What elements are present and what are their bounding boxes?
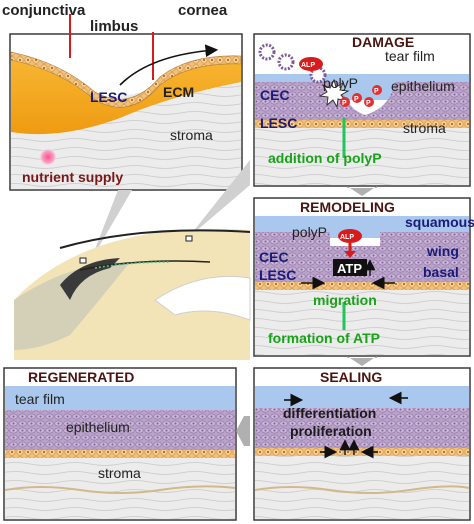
remodeling-basal-layer (255, 282, 469, 290)
phosphate-dot-1 (340, 97, 350, 107)
damage-alp-label: ALP (301, 62, 315, 69)
damage-basal-layer (255, 120, 469, 128)
regenerated-epithelium-label: epithelium (66, 419, 130, 435)
remodeling-cec-label: CEC (259, 249, 289, 265)
remodeling-stroma (255, 290, 469, 355)
addition-of-polyp-label: addition of polyP (268, 150, 382, 166)
anatomy-ecm-label: ECM (163, 84, 194, 100)
cornea-label: cornea (178, 2, 228, 19)
remodeling-lesc-label: LESC (259, 267, 296, 283)
regenerated-stroma-label: stroma (98, 465, 141, 481)
squamous-label: squamous (405, 214, 474, 230)
epithelium-band (10, 51, 242, 108)
cornea-surface-line (59, 229, 251, 249)
phosphate-label-1: P (342, 100, 347, 107)
polyp-particle-2 (277, 53, 295, 71)
phosphate-dot-2 (352, 93, 362, 103)
damage-cec-label: CEC (260, 87, 290, 103)
flow-arrow-sealing-to-regenerated (236, 416, 250, 446)
remodeling-epithelium (255, 232, 469, 282)
wing-label: wing (426, 243, 459, 259)
regenerated-basal-layer (5, 450, 235, 458)
migration-label: migration (313, 292, 377, 308)
basal-label: basal (423, 264, 459, 280)
sealing-keratocyte-line (254, 485, 470, 494)
phosphate-label-3: P (366, 100, 371, 107)
phosphate-label-4: P (374, 88, 379, 95)
alp-to-atp-arrowhead (344, 251, 356, 258)
hydrolysis-burst (318, 78, 350, 109)
damage-tear-film-label: tear film (385, 48, 435, 64)
damage-alp-enzyme (299, 57, 323, 71)
flow-arrow-damage-to-remodeling (347, 186, 377, 196)
nutrient-supply-label: nutrient supply (22, 169, 123, 185)
limbus-label: limbus (90, 18, 138, 35)
zoom-wedge-right (188, 160, 250, 238)
zoom-box-limbus (79, 257, 87, 264)
panel-regenerated: REGENERATED tear film epithelium stroma (3, 367, 237, 521)
phosphate-label-2: P (354, 96, 359, 103)
regenerated-tear-film-label: tear film (15, 391, 65, 407)
proliferation-label: proliferation (290, 423, 372, 439)
phosphate-dot-4 (372, 85, 382, 95)
differentiation-label: differentiation (283, 405, 376, 421)
damage-stroma-label: stroma (403, 120, 446, 136)
remodeling-alp-enzyme (338, 229, 362, 243)
regenerated-stroma (5, 458, 235, 519)
eye-cross-section (14, 228, 251, 360)
panel-anatomy: LESC ECM stroma nutrient supply (9, 14, 243, 191)
regenerated-keratocyte-line (4, 485, 236, 494)
zoom-wedge-left (90, 190, 132, 262)
lesc-migration-arrow (119, 44, 219, 86)
eye-green-dots (94, 261, 171, 269)
atp-box (333, 259, 367, 276)
formation-of-atp-label: formation of ATP (268, 330, 380, 346)
anatomy-stroma-label: stroma (170, 127, 213, 143)
eye-lid-dark (60, 258, 120, 300)
anatomy-lesc-label: LESC (90, 89, 127, 105)
zoom-box-cornea (185, 235, 193, 242)
remodeling-title: REMODELING (300, 199, 395, 215)
polyp-particle-1 (258, 43, 276, 61)
regenerated-title: REGENERATED (28, 369, 134, 385)
damage-epithelium-label: epithelium (391, 78, 455, 94)
sealing-epithelium (255, 408, 469, 448)
phosphate-dot-3 (364, 97, 374, 107)
conjunctiva-label: conjunctiva (2, 2, 86, 19)
damage-polyp-label: polyP (323, 75, 358, 91)
eye-lens (154, 275, 251, 321)
remodeling-polyp-label: polyP (292, 224, 327, 240)
sealing-tear-film (255, 386, 469, 408)
damage-title: DAMAGE (352, 34, 414, 50)
flow-arrow-remodeling-to-sealing (347, 356, 377, 366)
regenerated-tear-film (5, 386, 235, 410)
sealing-basal-layer (255, 448, 469, 456)
panel-remodeling: ALP ATP REMODELING squamous polyP wing C… (253, 197, 474, 357)
sealing-title: SEALING (320, 369, 382, 385)
ecm-layer (11, 60, 241, 135)
panel-damage: ALP P P P P DAMAGE tear film polyP epith… (253, 33, 471, 187)
regenerated-epithelium (5, 410, 235, 450)
damage-stroma (255, 128, 469, 185)
panel-sealing: SEALING differentiation proliferation (253, 367, 471, 521)
eye-outer-tissue (14, 262, 130, 350)
remodeling-alp-label: ALP (340, 234, 354, 241)
atp-label: ATP (337, 261, 362, 276)
phosphate-dots: P P P P (340, 85, 382, 107)
nutrient-supply-blob (38, 147, 58, 167)
damage-lesc-label: LESC (260, 115, 297, 131)
damage-epithelium (255, 82, 469, 120)
